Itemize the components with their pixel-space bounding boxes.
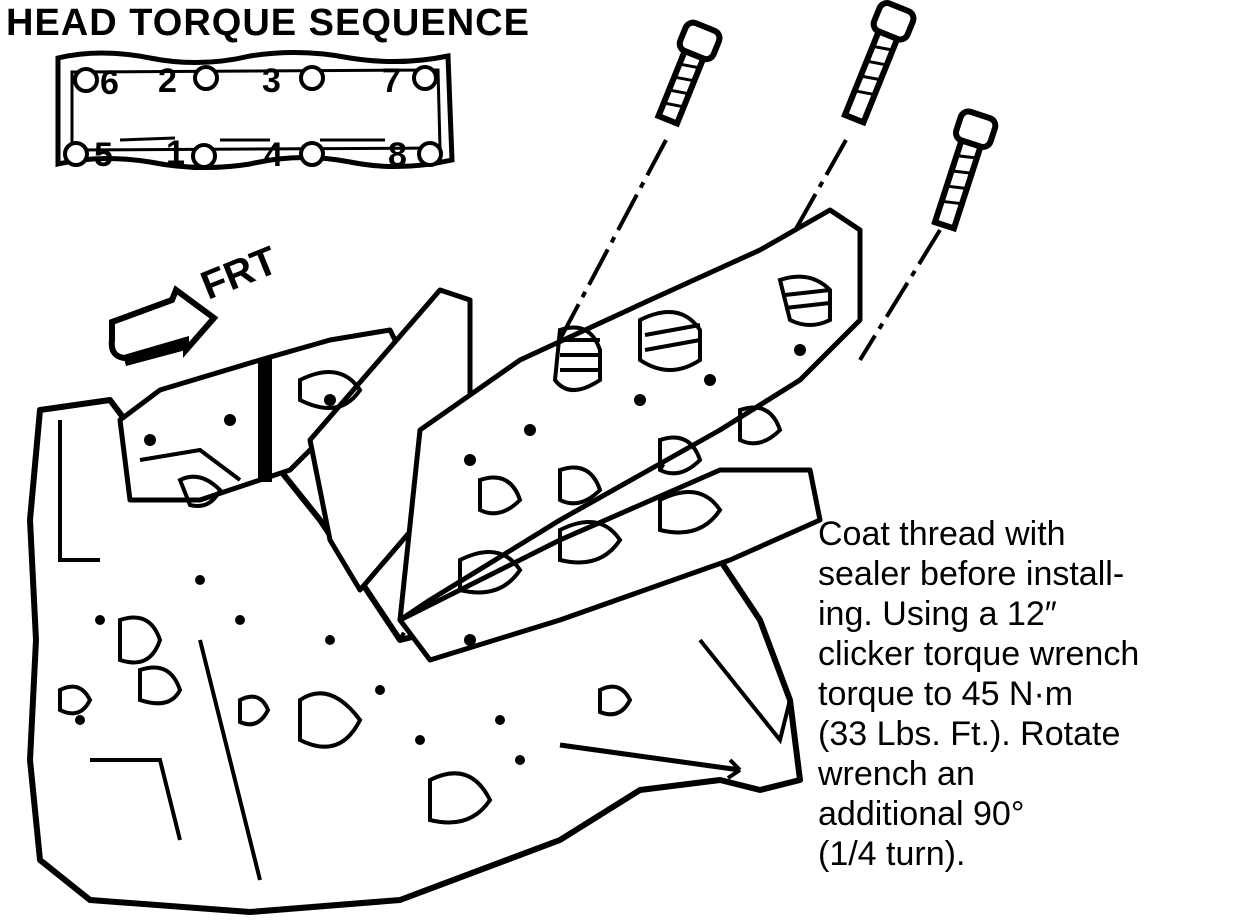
engine-bolt-holes [75, 344, 806, 765]
bolt-holes [63, 65, 443, 169]
seq-top-1: 6 [100, 64, 119, 102]
head-bolt-icon [654, 19, 723, 128]
seq-bottom-3: 4 [264, 136, 283, 174]
seq-bottom-2: 1 [166, 134, 185, 172]
note-line: (33 Lbs. Ft.). Rotate [818, 715, 1121, 753]
head-bolt-icon [931, 108, 999, 233]
note-line: (1/4 turn). [818, 835, 966, 873]
front-label: FRT [195, 238, 284, 308]
note-line: ing. Using a 12″ [818, 595, 1057, 633]
seq-bottom-4: 8 [388, 136, 407, 174]
head-bolt-icon [841, 0, 917, 127]
note-line: torque to 45 N·m [818, 675, 1074, 713]
note-line: wrench an [818, 755, 975, 793]
engine-block [27, 207, 863, 915]
seq-top-2: 2 [158, 62, 177, 100]
note-line: clicker torque wrench [818, 635, 1140, 673]
engine-details [58, 274, 832, 881]
note-line: sealer before install- [818, 555, 1125, 593]
note-line: Coat thread with [818, 515, 1066, 553]
diagram-title: HEAD TORQUE SEQUENCE [6, 2, 530, 44]
torque-instructions: Coat thread with sealer before install- … [818, 514, 1139, 874]
seq-top-3: 3 [262, 62, 281, 100]
front-arrow-icon [108, 285, 219, 366]
seq-top-4: 7 [382, 62, 401, 100]
note-line: additional 90° [818, 795, 1025, 833]
seq-bottom-1: 5 [94, 136, 113, 174]
